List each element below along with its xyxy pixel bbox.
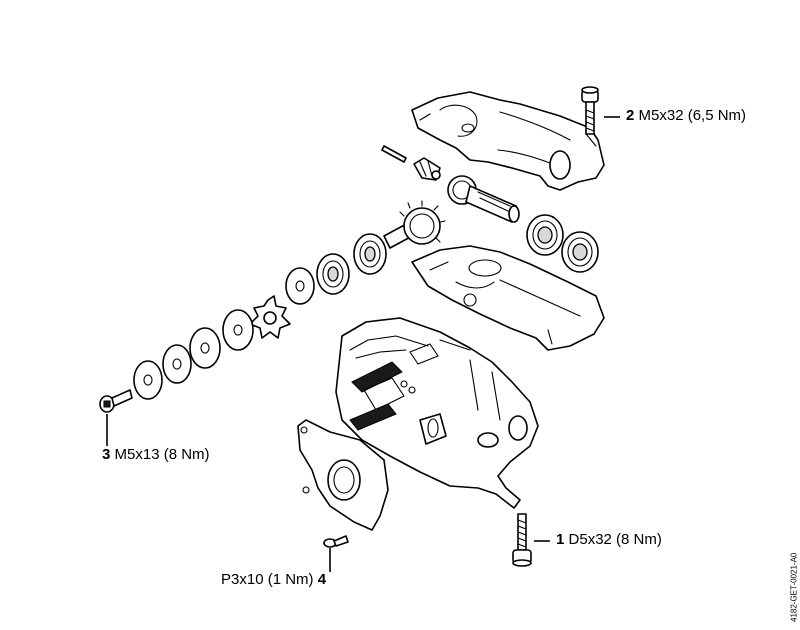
upper-gear-shaft bbox=[447, 175, 520, 223]
washer-5 bbox=[133, 360, 163, 400]
callout-3-number: 3 bbox=[102, 446, 111, 463]
callout-3-spec: M5x13 (8 Nm) bbox=[114, 446, 210, 463]
bearing-left-2 bbox=[316, 253, 350, 295]
main-housing bbox=[335, 317, 539, 509]
callout-1: 1 D5x32 (8 Nm) bbox=[556, 532, 662, 548]
bolt-3-m5x13 bbox=[99, 389, 133, 413]
document-reference-code: 4182-GET-0021-A0 bbox=[789, 552, 798, 622]
callout-4: P3x10 (1 Nm) 4 bbox=[221, 572, 326, 588]
upper-gear-housing bbox=[411, 91, 605, 191]
callout-2: 2 M5x32 (6,5 Nm) bbox=[626, 108, 746, 124]
washer-3 bbox=[189, 327, 221, 369]
bolt-2-m5x32 bbox=[581, 86, 599, 135]
lower-gear-housing bbox=[411, 245, 605, 351]
bearing-upper-right bbox=[526, 214, 564, 256]
washer-4 bbox=[162, 344, 192, 384]
callout-2-spec: M5x32 (6,5 Nm) bbox=[638, 107, 747, 124]
bearing-left-1 bbox=[353, 233, 387, 275]
callout-1-number: 1 bbox=[556, 531, 565, 548]
washer-1 bbox=[285, 267, 315, 305]
bearing-lower-right bbox=[561, 231, 599, 273]
callout-2-number: 2 bbox=[626, 107, 635, 124]
callout-3: 3 M5x13 (8 Nm) bbox=[102, 447, 210, 463]
pin-and-pinion bbox=[381, 145, 441, 181]
screw-4-p3x10 bbox=[323, 535, 349, 548]
washer-2 bbox=[222, 309, 254, 351]
lower-gear-shaft bbox=[383, 200, 446, 249]
bolt-1-d5x32 bbox=[512, 513, 532, 567]
cover-plate bbox=[297, 419, 389, 531]
sprocket bbox=[249, 295, 291, 339]
callout-4-number: 4 bbox=[317, 571, 327, 588]
callout-4-spec: P3x10 (1 Nm) bbox=[221, 571, 314, 588]
callout-1-spec: D5x32 (8 Nm) bbox=[568, 531, 662, 548]
